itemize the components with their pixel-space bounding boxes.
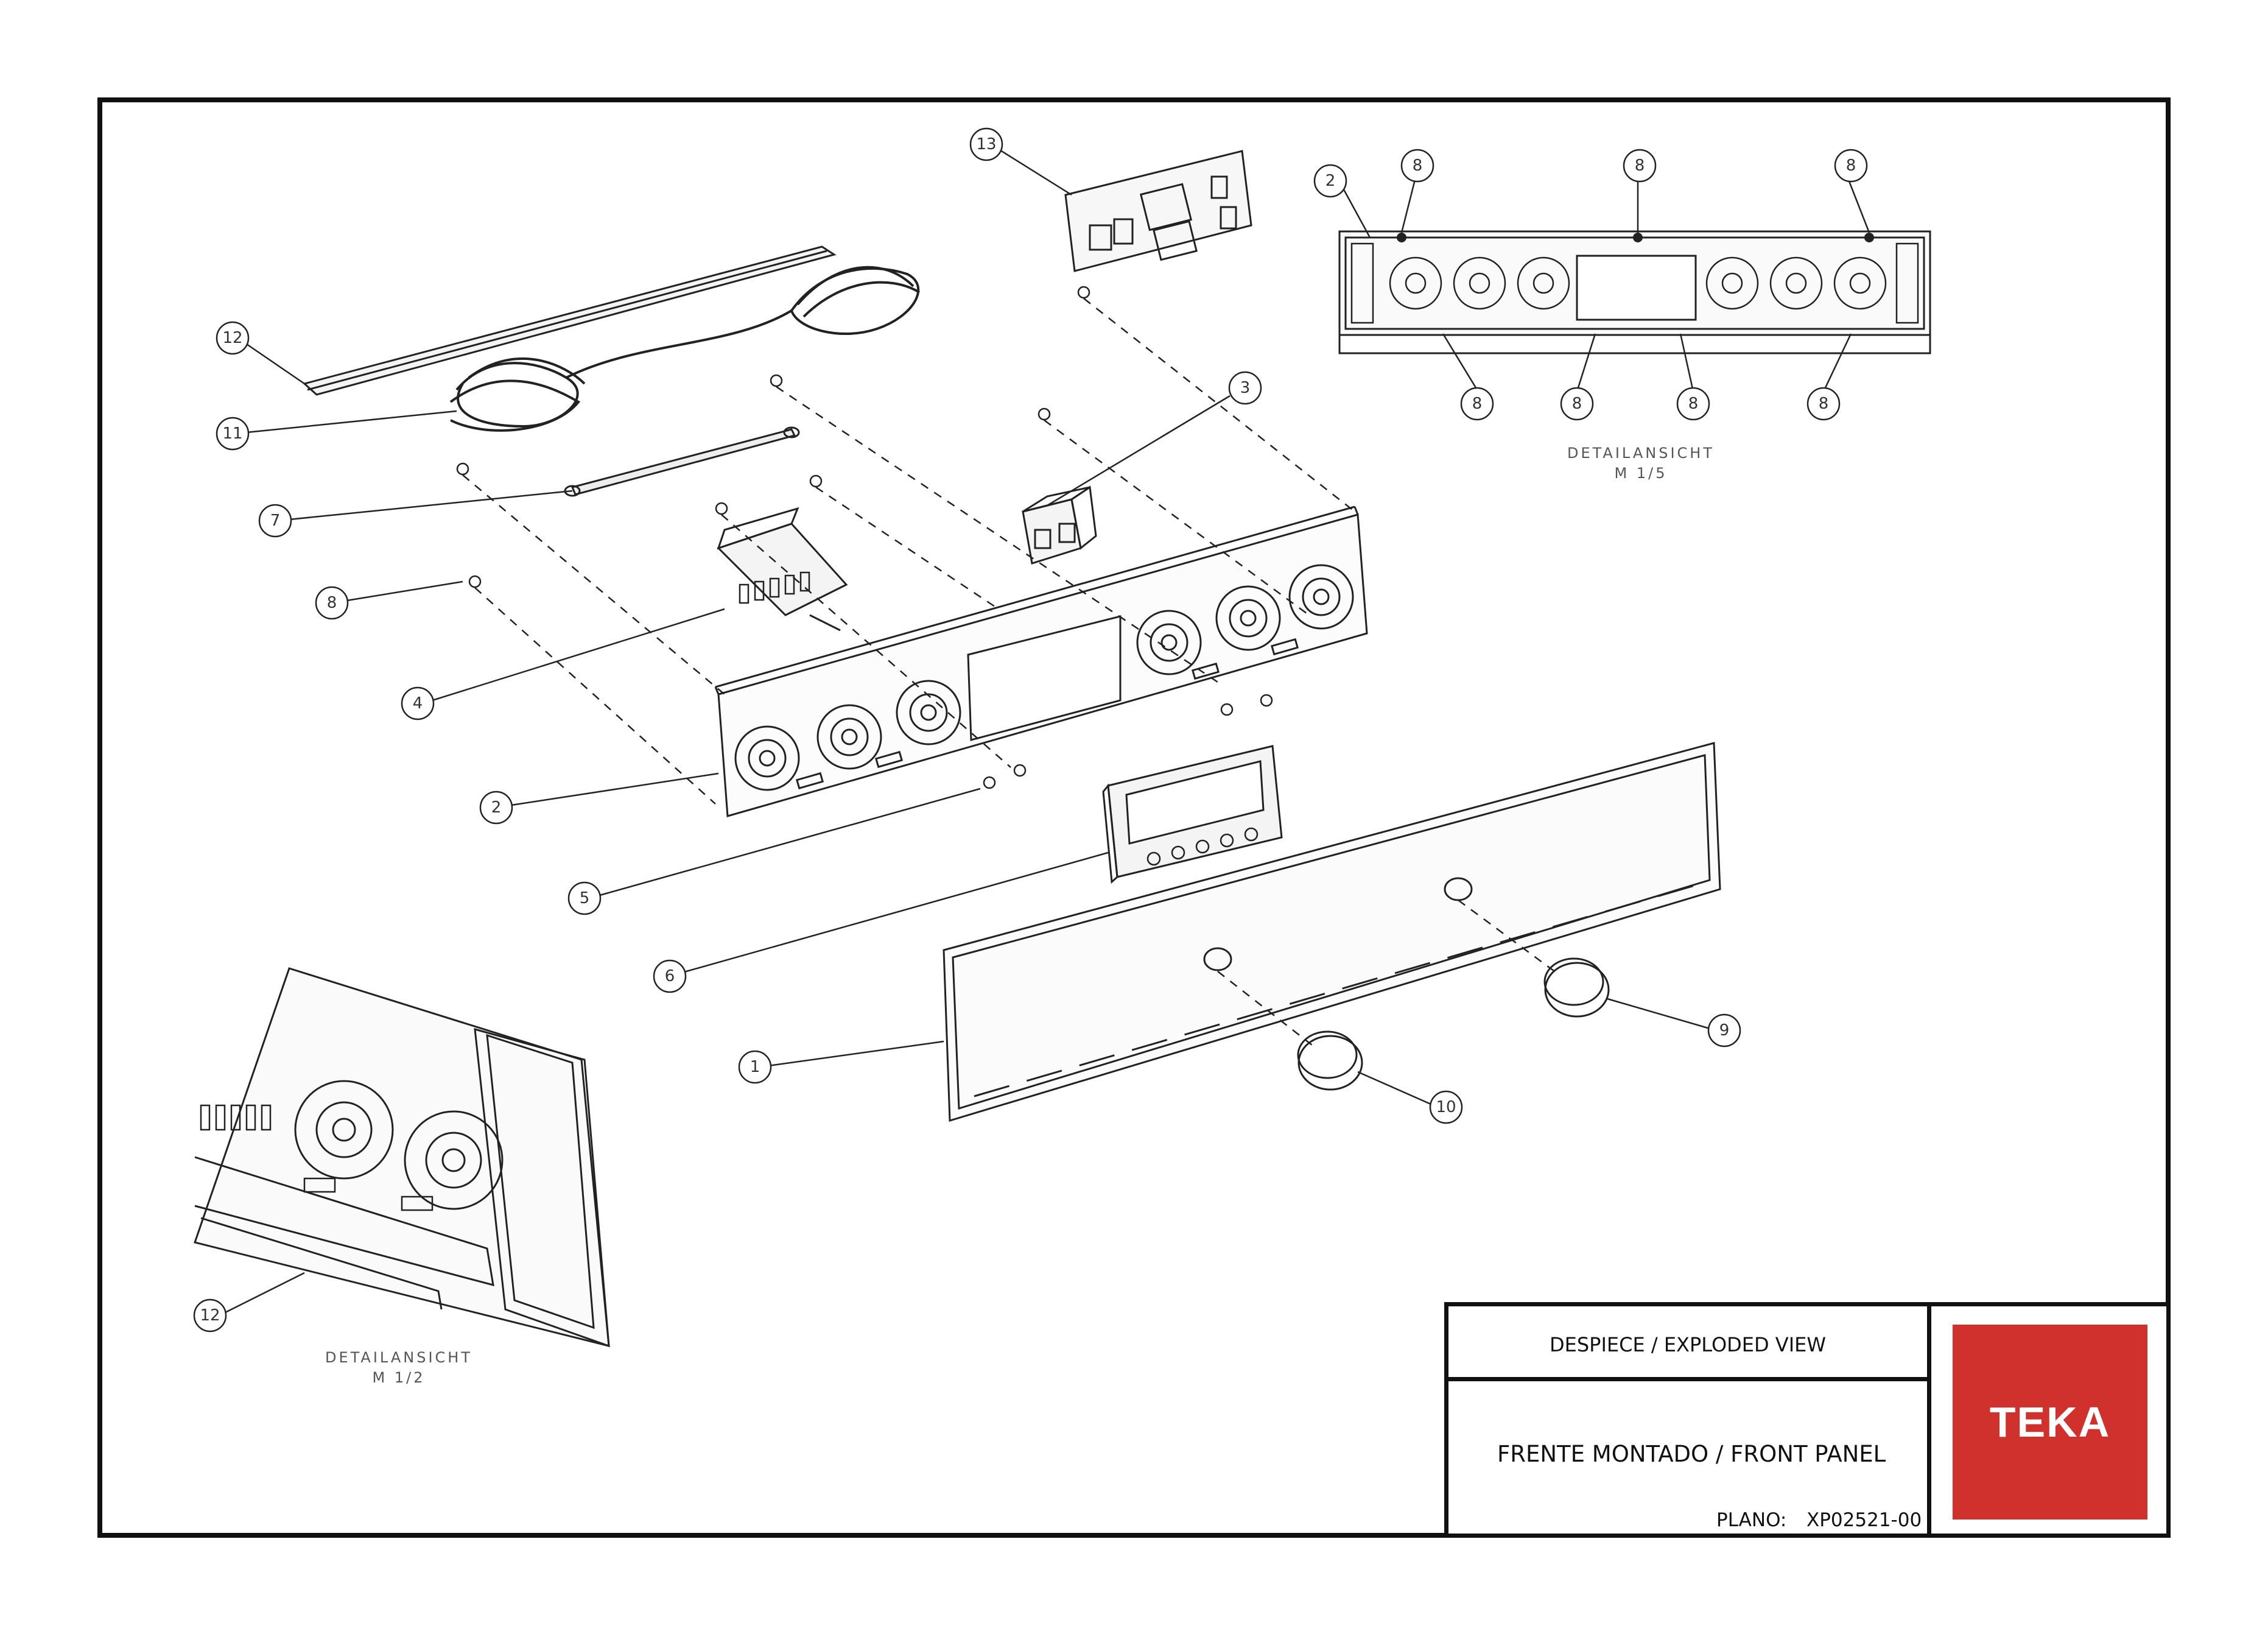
callout-4: 4 bbox=[413, 694, 423, 713]
callout-10: 10 bbox=[1436, 1098, 1456, 1116]
callout-8-detail-f: 8 bbox=[1688, 395, 1699, 413]
callout-8-detail-g: 8 bbox=[1819, 395, 1829, 413]
title-block-logo-cell: TEKA bbox=[1927, 1302, 2171, 1538]
callout-8-detail-c: 8 bbox=[1846, 157, 1856, 175]
callout-12: 12 bbox=[222, 329, 242, 347]
plan-label: PLANO: bbox=[1716, 1509, 1787, 1531]
callout-8-detail-d: 8 bbox=[1472, 395, 1483, 413]
cable-bundle-part bbox=[449, 266, 921, 432]
detail-view-rear bbox=[1338, 179, 1931, 392]
callout-bubbles bbox=[193, 127, 1868, 1333]
front-glass-panel-part bbox=[943, 742, 1721, 1122]
callout-2-detail: 2 bbox=[1325, 172, 1336, 190]
title-block-name-cell: FRENTE MONTADO / FRONT PANEL PLANO: XP02… bbox=[1444, 1377, 1931, 1538]
detail-view-title-2: DETAILANSICHT bbox=[325, 1349, 472, 1366]
detail-view-corner bbox=[194, 967, 610, 1348]
callout-1: 1 bbox=[750, 1058, 760, 1076]
screw-parts bbox=[456, 286, 1273, 789]
callout-2: 2 bbox=[491, 798, 502, 817]
knob-9-part bbox=[1543, 957, 1610, 1018]
drawing-name-label: FRENTE MONTADO / FRONT PANEL bbox=[1497, 1441, 1886, 1467]
callout-3: 3 bbox=[1240, 379, 1251, 397]
callout-6: 6 bbox=[665, 967, 675, 985]
callout-5: 5 bbox=[580, 889, 590, 907]
callout-9: 9 bbox=[1719, 1021, 1730, 1040]
callout-7: 7 bbox=[270, 512, 281, 530]
callout-12-detail: 12 bbox=[200, 1306, 220, 1325]
strip-part bbox=[302, 245, 837, 396]
pcb-part bbox=[1064, 150, 1252, 272]
assembly-lines bbox=[462, 298, 1559, 1048]
drawing-frame bbox=[97, 97, 2171, 1538]
detail-view-scale-1: M 1/5 bbox=[1615, 465, 1668, 482]
display-module-part bbox=[1102, 745, 1283, 884]
callout-8-detail-a: 8 bbox=[1413, 157, 1423, 175]
plan-number: XP02521-00 bbox=[1806, 1509, 1922, 1531]
callout-11: 11 bbox=[222, 424, 242, 443]
drawing-type-label: DESPIECE / EXPLODED VIEW bbox=[1550, 1333, 1826, 1356]
callout-8: 8 bbox=[327, 594, 337, 612]
selector-switch-part bbox=[717, 507, 848, 632]
detail-view-title-1: DETAILANSICHT bbox=[1567, 445, 1715, 462]
title-block-type-cell: DESPIECE / EXPLODED VIEW bbox=[1444, 1302, 1931, 1381]
callout-13: 13 bbox=[976, 135, 996, 153]
teka-logo: TEKA bbox=[1953, 1325, 2147, 1520]
detail-view-scale-2: M 1/2 bbox=[373, 1369, 426, 1386]
callout-8-detail-b: 8 bbox=[1635, 157, 1645, 175]
relay-block-part bbox=[1022, 485, 1097, 565]
connector-cable-part bbox=[564, 426, 800, 497]
teka-logo-text: TEKA bbox=[1989, 1398, 2111, 1446]
front-frame-part bbox=[714, 505, 1368, 817]
callout-8-detail-e: 8 bbox=[1572, 395, 1582, 413]
leader-lines bbox=[246, 148, 1708, 1105]
knob-10-part bbox=[1297, 1030, 1363, 1091]
